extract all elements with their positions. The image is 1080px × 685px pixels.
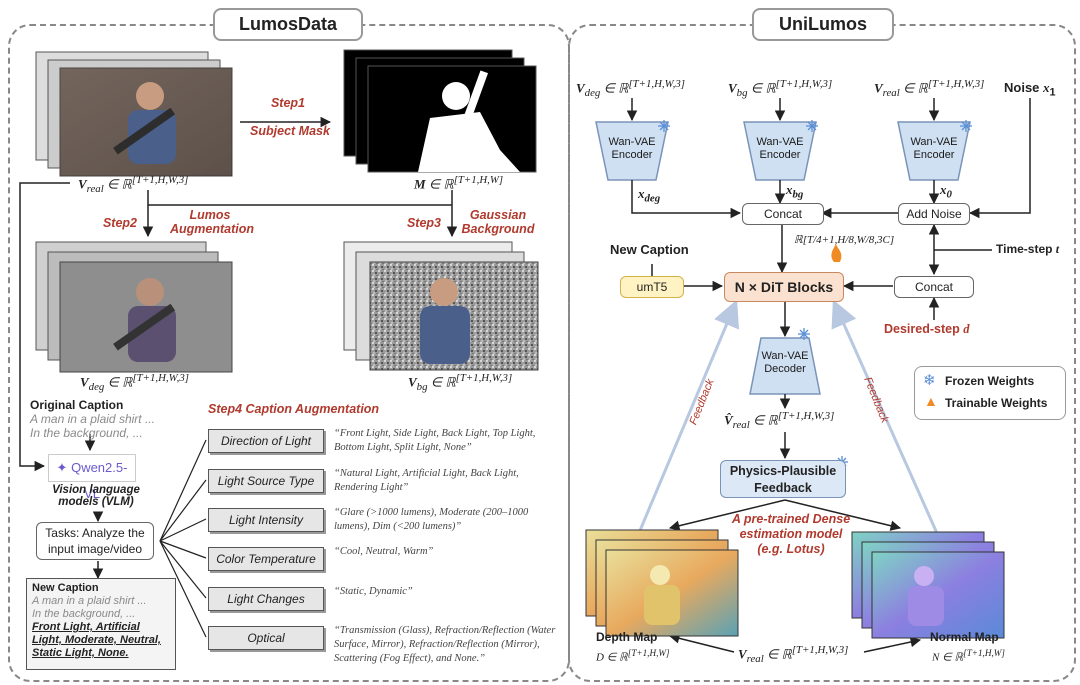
v-hat-eq: V̂real ∈ ℝ[T+1,H,W,3]	[724, 410, 835, 431]
augmentation-values: “Front Light, Side Light, Back Light, To…	[334, 428, 536, 453]
input-v-deg: Vdeg ∈ ℝ[T+1,H,W,3]	[576, 78, 685, 99]
encoder-bg: Wan-VAE Encoder	[756, 136, 804, 161]
step4-label: Step4 Caption Augmentation	[208, 402, 380, 416]
unilumos-panel	[568, 24, 1076, 682]
encoder-deg: Wan-VAE Encoder	[608, 136, 656, 161]
augmentation-label: Optical	[208, 626, 324, 650]
qwen-icon: ✦	[56, 460, 68, 475]
depth-eq: D ∈ ℝ[T+1,H,W]	[596, 648, 670, 664]
dit-blocks-box: N × DiT Blocks	[724, 272, 844, 302]
unilumos-title: UniLumos	[752, 8, 894, 41]
augmentation-label: Direction of Light	[208, 429, 324, 453]
degraded-frames	[35, 241, 233, 373]
original-caption-line2: In the background, ...	[30, 426, 143, 440]
lumosdata-title: LumosData	[213, 8, 363, 41]
augmentation-values: “Glare (>1000 lumens), Moderate (200–100…	[334, 507, 529, 532]
x-bg-label: xbg	[786, 182, 804, 201]
bottom-v-real-eq: Vreal ∈ ℝ[T+1,H,W,3]	[738, 644, 849, 665]
lumos-augmentation-label: Lumos Augmentation	[170, 208, 255, 236]
new-caption-title: New Caption	[32, 582, 99, 594]
augmentation-values: “Natural Light, Artificial Light, Back L…	[334, 468, 519, 493]
augmentation-values: “Transmission (Glass), Refraction/Reflec…	[334, 625, 556, 664]
concat-box: Concat	[742, 203, 824, 225]
step2-label: Step2	[102, 216, 138, 230]
v-real-eq: Vreal ∈ ℝ[T+1,H,W,3]	[78, 174, 189, 195]
new-caption-attributes: Front Light, Artificial Light, Moderate,…	[32, 621, 161, 659]
v-deg-eq: Vdeg ∈ ℝ[T+1,H,W,3]	[80, 372, 189, 393]
augmentation-label: Light Intensity	[208, 508, 324, 532]
step1-label: Step1	[270, 96, 306, 110]
new-caption-box: New Caption A man in a plaid shirt ... I…	[26, 578, 176, 670]
umt5-box: umT5	[620, 276, 684, 298]
augmentation-values: “Cool, Neutral, Warm”	[334, 546, 434, 557]
qwen-label: Qwen2.5-VL	[71, 460, 128, 501]
vlm-label: Vision language models (VLM)	[52, 484, 140, 508]
gaussian-background-label: Gaussian Background	[461, 208, 535, 236]
normal-map-frames	[851, 531, 1005, 639]
new-caption-label: New Caption	[610, 242, 689, 257]
latent-dim-label: ℝ[T/4+1,H/8,W/8,3C]	[794, 234, 895, 246]
legend-trainable: Trainable Weights	[945, 396, 1048, 410]
v-bg-eq: Vbg ∈ ℝ[T+1,H,W,3]	[408, 372, 513, 393]
legend-frozen: Frozen Weights	[945, 374, 1035, 388]
augmentation-values: “Static, Dynamic”	[334, 586, 413, 597]
gaussian-bg-frames	[343, 241, 539, 371]
original-caption-title: Original Caption	[30, 398, 124, 412]
normal-eq: N ∈ ℝ[T+1,H,W]	[932, 648, 1005, 664]
real-video-frames	[35, 51, 233, 177]
x0-label: x0	[940, 182, 952, 201]
add-noise-box: Add Noise	[898, 203, 970, 225]
input-v-bg: Vbg ∈ ℝ[T+1,H,W,3]	[728, 78, 833, 99]
concat2-box: Concat	[894, 276, 974, 298]
tasks-box: Tasks: Analyze the input image/video	[36, 522, 154, 560]
noise-label: Noise x1	[1004, 80, 1056, 99]
flame-icon: ▲	[924, 393, 938, 409]
original-caption-line1: A man in a plaid shirt ...	[30, 412, 155, 426]
new-caption-line1: A man in a plaid shirt ...	[32, 595, 147, 607]
encoder-shapes	[595, 121, 971, 395]
legend: Frozen Weights Trainable Weights ❄ ▲	[914, 366, 1066, 420]
mask-frames	[343, 49, 537, 173]
pretrained-model-label: A pre-trained Dense estimation model (e.…	[731, 512, 851, 556]
augmentation-label: Light Changes	[208, 587, 324, 611]
qwen-logo: ✦ Qwen2.5-VL	[48, 454, 136, 501]
augmentation-label: Color Temperature	[208, 547, 324, 571]
new-caption-line2: In the background, ...	[32, 608, 136, 620]
desired-step-label: Desired-step d	[884, 322, 970, 336]
physics-feedback-box: Physics-Plausible Feedback	[720, 460, 846, 498]
depth-map-frames	[585, 529, 739, 637]
normal-map-label: Normal Map	[930, 630, 999, 644]
subject-mask-label: Subject Mask	[250, 124, 330, 138]
encoder-real: Wan-VAE Encoder	[910, 136, 958, 161]
timestep-label: Time-step t	[996, 242, 1060, 256]
snowflake-icon: ❄	[923, 372, 936, 389]
mask-eq: M ∈ ℝ[T+1,H,W]	[414, 174, 504, 192]
augmentation-label: Light Source Type	[208, 469, 324, 493]
decoder-label: Wan-VAE Decoder	[761, 350, 809, 375]
input-v-real: Vreal ∈ ℝ[T+1,H,W,3]	[874, 78, 985, 99]
x-deg-label: xdeg	[638, 186, 661, 205]
depth-map-label: Depth Map	[596, 630, 658, 644]
step3-label: Step3	[406, 216, 442, 230]
